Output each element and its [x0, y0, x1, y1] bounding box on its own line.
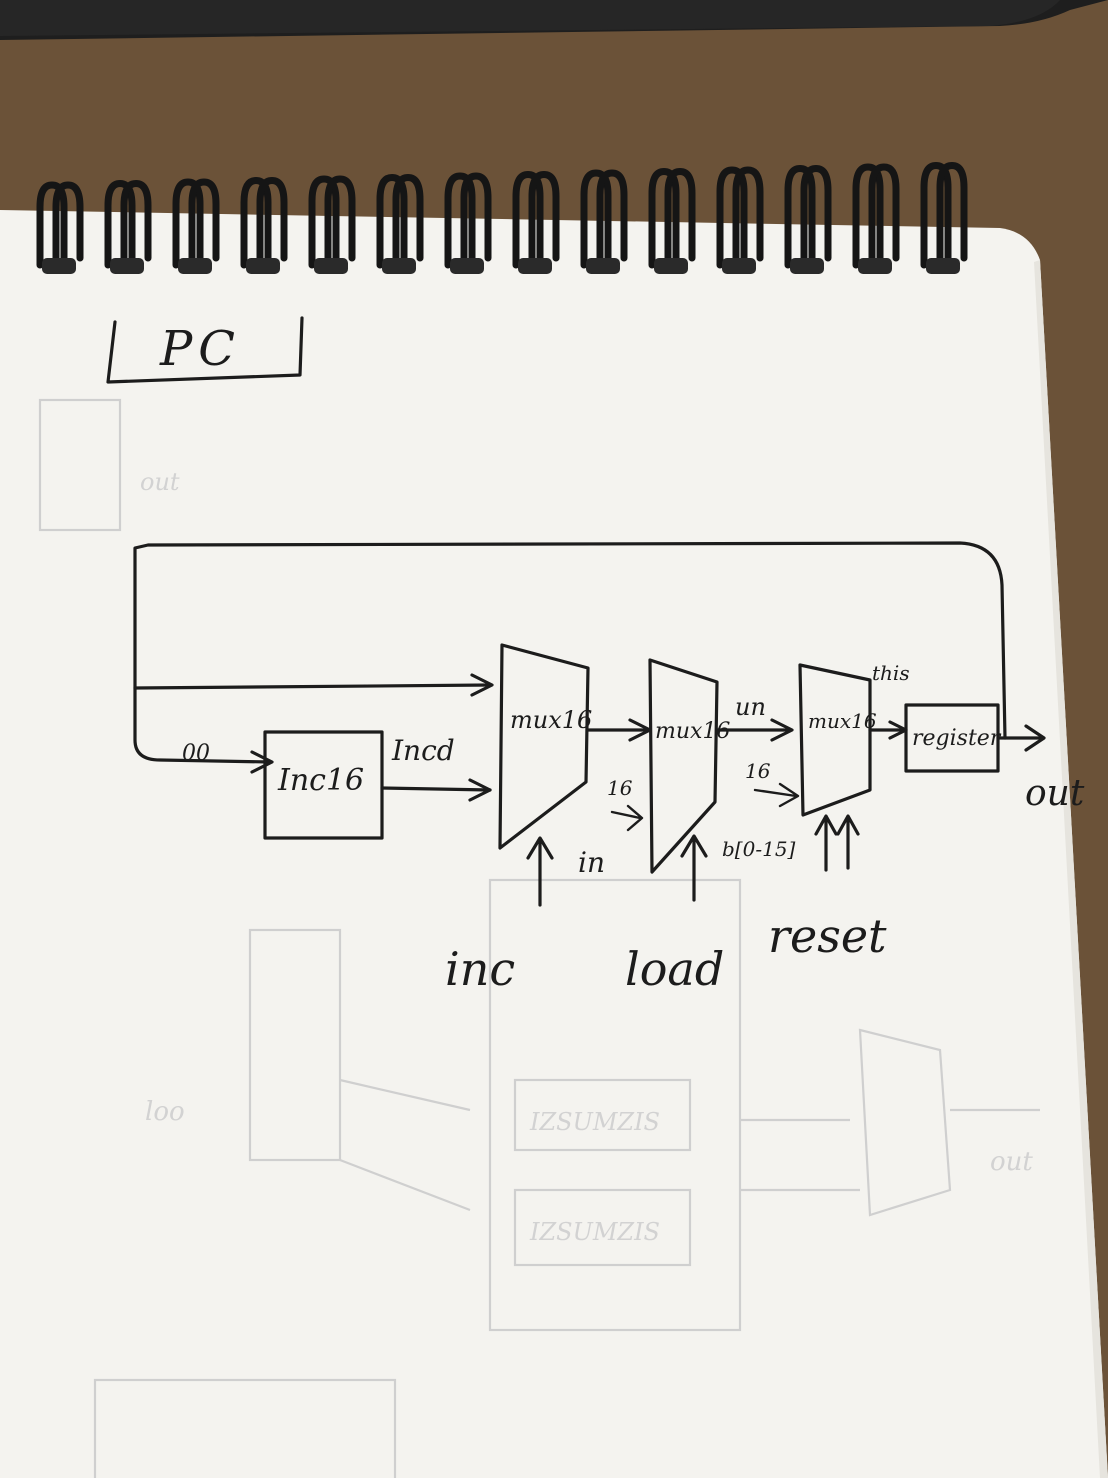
mux-b-select-arrow — [680, 834, 708, 902]
svg-text:loo: loo — [145, 1097, 185, 1127]
spiral-ring — [52, 181, 84, 269]
mux-b-output-label: un — [735, 693, 766, 721]
mux-a-top-arrowhead — [470, 673, 494, 697]
spiral-ring — [104, 179, 136, 269]
inc-output-arrowhead — [468, 778, 492, 802]
mux-a-label: mux16 — [510, 706, 592, 734]
spiral-ring — [920, 161, 952, 269]
laptop-body — [0, 0, 1060, 36]
spiral-ring — [936, 161, 968, 269]
mux-c-in-arrow — [753, 782, 800, 808]
spiral-ring — [308, 175, 340, 269]
spiral-ring — [716, 166, 748, 269]
spiral-ring — [256, 176, 288, 269]
binding-hole — [246, 258, 280, 274]
mux-c — [798, 663, 872, 817]
binding-hole — [858, 258, 892, 274]
spiral-ring — [648, 167, 680, 269]
mux-c-select-arrow-2 — [836, 814, 860, 870]
register-label: register — [912, 726, 1002, 751]
bus-width-1: 16 — [607, 776, 633, 800]
spiral-ring — [444, 172, 476, 269]
spiral-ring — [852, 163, 884, 269]
mux-b-in-arrow — [610, 804, 644, 832]
binding-hole — [926, 258, 960, 274]
mux-c-label: mux16 — [808, 709, 877, 733]
mux-c-output-label: this — [872, 661, 910, 685]
binding-hole — [790, 258, 824, 274]
binding-hole — [450, 258, 484, 274]
spiral-ring — [596, 169, 628, 269]
svg-text:out: out — [990, 1147, 1033, 1177]
mux-a — [498, 643, 590, 850]
feedback-arrowhead-inc — [250, 750, 274, 774]
bleed-through-sketch: out loo IZSUMZIS IZSUMZIS out — [38, 398, 1040, 1478]
mux-b-output-arrowhead — [770, 718, 794, 742]
load-signal: load — [625, 942, 724, 996]
svg-text:IZSUMZIS: IZSUMZIS — [529, 1108, 660, 1136]
bus-width-2: 16 — [745, 759, 771, 783]
inc16-label: Inc16 — [277, 763, 364, 798]
binding-hole — [42, 258, 76, 274]
feedback-label-00: 00 — [182, 741, 210, 766]
mux-b-in-label: in — [578, 846, 605, 879]
spiral-ring — [172, 178, 204, 269]
title-box: PC — [106, 316, 304, 384]
spiral-ring — [784, 164, 816, 269]
spiral-ring — [392, 173, 424, 269]
binding-hole — [586, 258, 620, 274]
spiral-ring — [460, 172, 492, 269]
inc-output-label: Incd — [391, 734, 455, 767]
spiral-ring — [800, 164, 832, 269]
page-edge-shadow — [1034, 260, 1108, 1478]
spiral-ring — [664, 167, 696, 269]
inc-output-wire — [380, 786, 492, 792]
mux-a-select-arrow — [526, 836, 554, 907]
binding-hole — [314, 258, 348, 274]
spiral-ring — [868, 163, 900, 269]
output-label: out — [1025, 773, 1085, 814]
spiral-ring — [120, 179, 152, 269]
binding-hole — [110, 258, 144, 274]
spiral-ring — [528, 170, 560, 269]
spiral-ring — [376, 173, 408, 269]
spiral-ring — [36, 181, 68, 269]
feedback-to-mux-a — [133, 683, 492, 690]
mux-c-select-arrow-1 — [814, 814, 838, 872]
spiral-ring — [188, 178, 220, 269]
binding-hole — [382, 258, 416, 274]
reset-signal: reset — [768, 909, 887, 963]
svg-text:IZSUMZIS: IZSUMZIS — [529, 1218, 660, 1246]
spiral-ring — [580, 169, 612, 269]
spiral-ring — [324, 175, 356, 269]
spiral-ring — [512, 170, 544, 269]
binding-hole — [722, 258, 756, 274]
inc16-block — [263, 730, 384, 840]
spiral-binding — [36, 161, 968, 274]
spiral-ring — [240, 176, 272, 269]
binding-hole — [654, 258, 688, 274]
binding-hole — [178, 258, 212, 274]
mux-b — [648, 658, 719, 874]
feedback-wire — [133, 541, 1007, 764]
spiral-ring — [732, 166, 764, 269]
mux-c-in-label: b[0-15] — [722, 837, 796, 861]
svg-text:out: out — [140, 468, 180, 496]
binding-hole — [518, 258, 552, 274]
output-arrowhead — [1024, 724, 1046, 752]
inc-signal: inc — [445, 942, 515, 996]
notebook-page — [0, 210, 1108, 1478]
page-title: PC — [159, 321, 241, 377]
